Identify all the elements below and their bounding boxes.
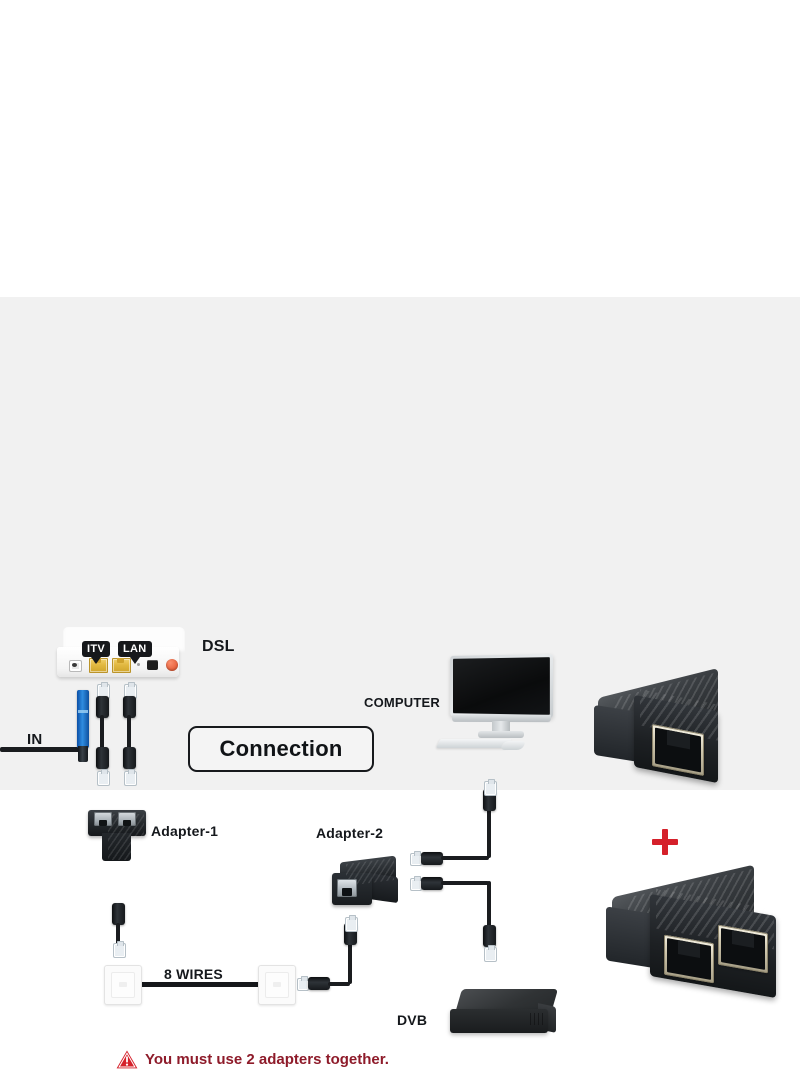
modem-rj45-lan-port [112, 658, 131, 673]
label-adapter-1: Adapter-1 [151, 823, 219, 839]
modem-indicator-dot [137, 663, 140, 666]
plus-icon [652, 829, 678, 855]
modem-reset-button [147, 660, 158, 670]
cable-boot [308, 977, 330, 990]
product-rj45-splitter-dual [606, 864, 784, 1017]
adapter-1-stem [102, 833, 131, 861]
lower-branch-cable-v [487, 881, 491, 927]
cable-boot [112, 903, 125, 925]
cable-boot [421, 852, 443, 865]
splitter-rj45-jack-right [718, 924, 768, 974]
computer-cable-h [441, 856, 489, 860]
warning-triangle-icon [116, 1050, 138, 1069]
dsl-blue-connector-tip [78, 746, 88, 762]
warning-text: You must use 2 adapters together. [145, 1051, 389, 1068]
label-in: IN [27, 731, 43, 748]
modem-power-port [69, 660, 82, 672]
mouse [499, 741, 527, 750]
patch-cable-segment [127, 715, 131, 749]
patch-cable-plug [97, 682, 110, 699]
patch-cable-segment [100, 715, 104, 749]
monitor-screen [450, 653, 554, 719]
dsl-blue-connector [77, 690, 89, 748]
callout-lan: LAN [118, 641, 152, 664]
product-rj45-splitter-single [594, 668, 754, 799]
cable-boot [123, 696, 136, 718]
adapter-1-port-right [118, 812, 136, 826]
modem-power-button [166, 659, 178, 671]
warning-notice: You must use 2 adapters together. [116, 1050, 389, 1069]
cable-boot [483, 925, 496, 947]
patch-cable-plug [97, 769, 110, 786]
diagram-panel: ITV LAN [0, 297, 800, 1069]
cable-boot [421, 877, 443, 890]
monitor-stand-neck [492, 721, 510, 733]
patch-cable-plug [484, 945, 497, 962]
connection-title-text: Connection [219, 736, 343, 761]
patch-cable-plug [124, 769, 137, 786]
patch-cable-plug [113, 941, 126, 958]
computer-monitor [435, 653, 558, 760]
wall-plate [258, 965, 296, 1005]
adapter-1-port-left [94, 812, 112, 826]
computer-cable-v [487, 805, 491, 858]
callout-itv: ITV [82, 641, 111, 664]
label-dvb: DVB [397, 1012, 428, 1028]
label-dsl: DSL [202, 638, 235, 655]
dvb-set-top-box [450, 989, 559, 1039]
adapter-1-splitter [88, 802, 150, 864]
adapter2-cable-v [348, 937, 352, 984]
adapter-2-port [337, 879, 357, 897]
cable-boot [123, 747, 136, 769]
label-computer: COMPUTER [364, 695, 440, 710]
wall-plate [104, 965, 142, 1005]
dvb-vent [530, 1013, 546, 1025]
lower-branch-cable-h [441, 881, 489, 885]
adapter-2-splitter [332, 855, 398, 911]
monitor-stand-base [478, 731, 524, 738]
splitter-rj45-jack-left [664, 934, 714, 984]
label-adapter-2: Adapter-2 [316, 825, 384, 841]
label-8-wires: 8 WIRES [164, 966, 223, 982]
in-cable [0, 747, 84, 752]
cable-boot [96, 747, 109, 769]
cable-boot [96, 696, 109, 718]
adapter2-cable-h [328, 982, 350, 986]
connection-title-box: Connection [188, 726, 374, 772]
patch-cable-plug [484, 779, 497, 796]
wallplate-cable [116, 923, 120, 945]
patch-cable-plug [345, 915, 358, 932]
eight-wires-run [138, 982, 260, 987]
